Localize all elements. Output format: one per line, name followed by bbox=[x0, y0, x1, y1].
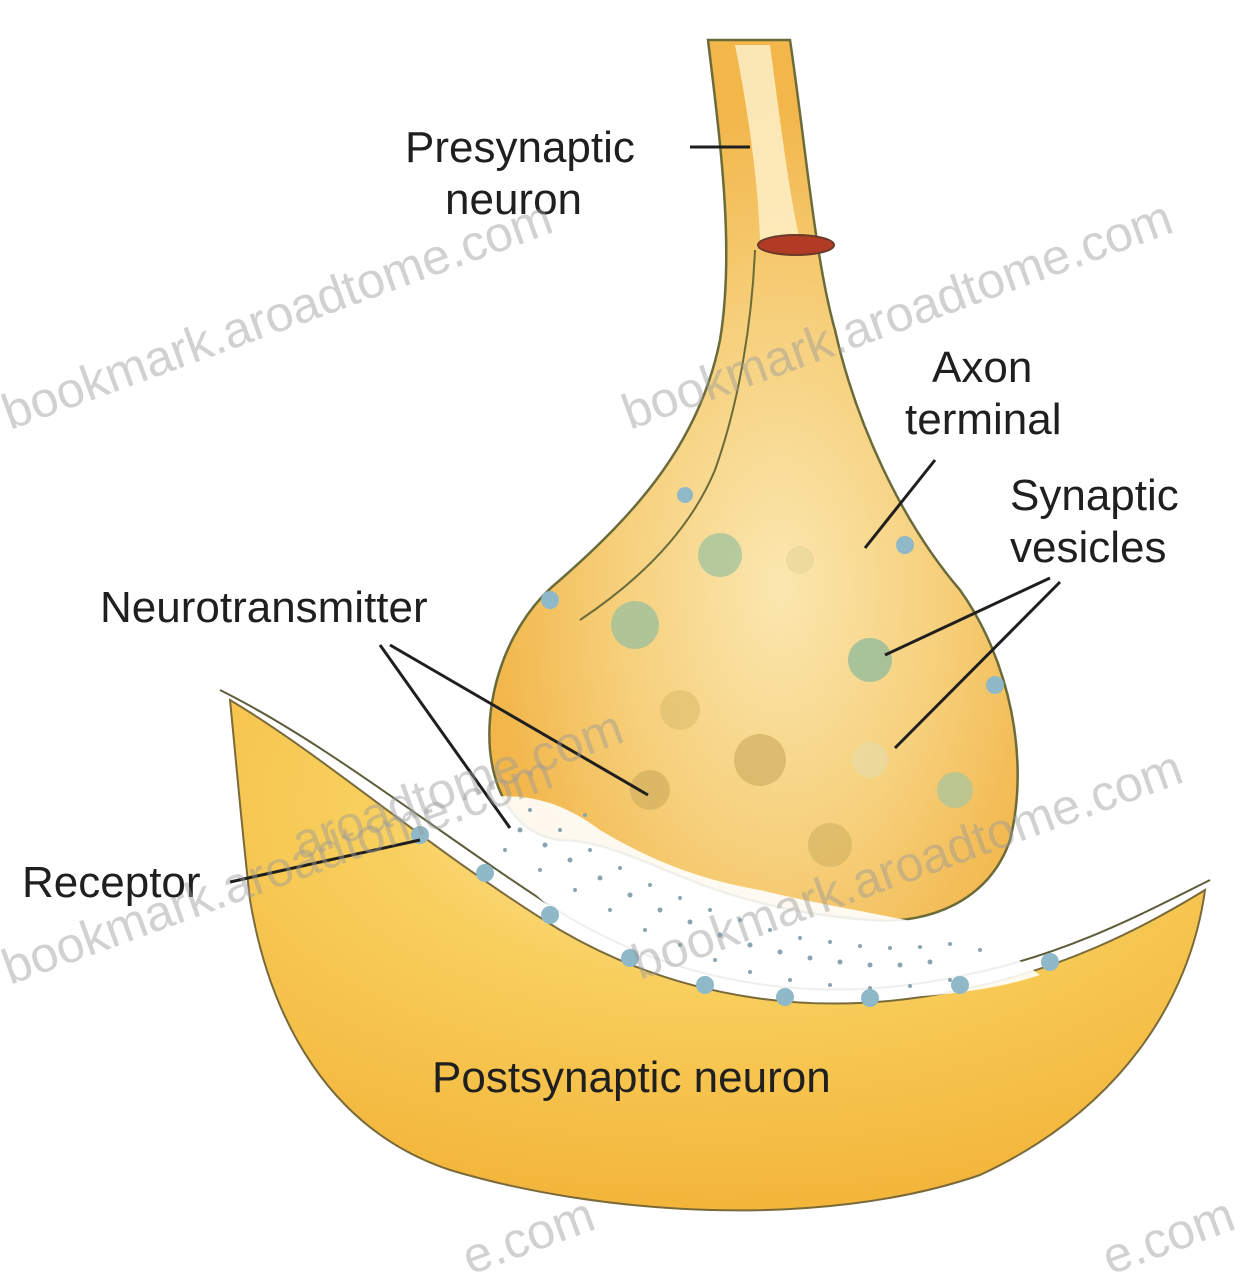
watermark-2: bookmark.aroadtome.com bbox=[615, 189, 1180, 440]
watermark-7: e.com bbox=[1095, 1186, 1236, 1285]
watermark-6: e.com bbox=[455, 1186, 602, 1285]
axon-cut bbox=[758, 235, 834, 255]
label-axon-line1: Axon bbox=[932, 343, 1032, 392]
label-neurotransmitter: Neurotransmitter bbox=[100, 583, 428, 632]
label-postsynaptic: Postsynaptic neuron bbox=[432, 1053, 831, 1102]
label-axon-line2: terminal bbox=[905, 395, 1062, 444]
label-vesicles-line1: Synaptic bbox=[1010, 471, 1179, 520]
label-presynaptic-line1: Presynaptic bbox=[405, 123, 635, 172]
watermark-1: bookmark.aroadtome.com bbox=[0, 189, 560, 440]
label-vesicles-line2: vesicles bbox=[1010, 523, 1167, 572]
